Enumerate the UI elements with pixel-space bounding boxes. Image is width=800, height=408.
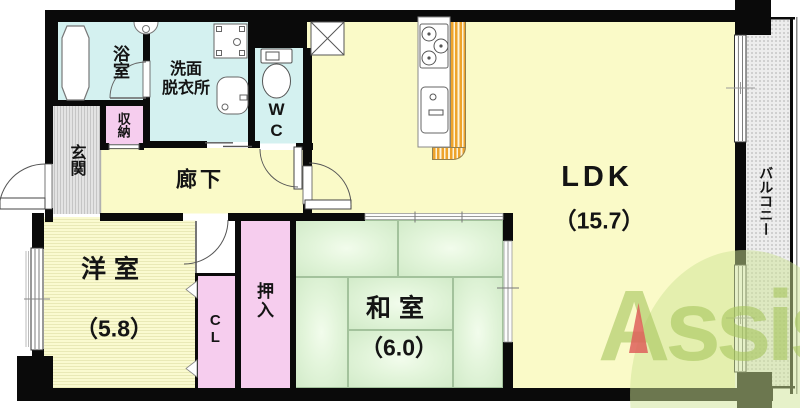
storage-area <box>105 105 144 144</box>
japanese-room-sliding-door-right <box>497 240 519 343</box>
storage-door <box>108 143 140 150</box>
wc-door <box>259 146 303 190</box>
tatami-mat <box>453 277 503 388</box>
ldk-window-upper <box>726 34 755 143</box>
tatami-mat <box>348 277 453 330</box>
entrance-label: 玄関 <box>67 144 85 176</box>
ldk-door <box>304 162 352 210</box>
western-room-window <box>24 247 50 351</box>
walls <box>17 0 798 408</box>
corridor-area <box>100 148 305 214</box>
western-room-label: 洋室 <box>80 255 148 284</box>
washing-machine-icon <box>213 23 248 59</box>
tatami-mat <box>348 330 453 388</box>
tatami-mat <box>295 277 348 388</box>
closet-cl-label: CL <box>206 312 224 346</box>
washroom-sliding-door <box>205 142 252 148</box>
oshiire-label: 押入 <box>254 282 274 320</box>
refrigerator-icon <box>310 21 345 56</box>
storage-label: 収納 <box>115 112 131 138</box>
balcony-label: バルコニー <box>758 166 775 236</box>
kitchen-counter-icon <box>417 16 451 148</box>
washroom-label: 洗面 脱衣所 <box>161 61 211 97</box>
japanese-room-size-label: （6.0） <box>360 334 438 361</box>
ldk-label: LDK <box>561 160 633 193</box>
bath-door <box>109 21 159 99</box>
sliding-closet-markers <box>185 280 198 378</box>
japanese-room-label: 和室 <box>365 294 433 323</box>
oshiire-area <box>241 220 290 389</box>
wc-label: WC <box>267 100 287 142</box>
japanese-room-sliding-door-top <box>364 211 504 223</box>
entrance-door <box>0 163 46 210</box>
bathtub-icon <box>61 25 90 101</box>
toilet-icon <box>260 48 293 99</box>
entrance-area <box>52 105 100 214</box>
closet-cl-area <box>198 276 235 389</box>
western-room-area <box>44 217 196 389</box>
western-room-door <box>183 219 229 265</box>
bath-label: 浴室 <box>110 45 130 79</box>
tatami-mat <box>398 220 503 277</box>
corridor-label: 廊下 <box>176 168 224 192</box>
ldk-size-label: （15.7） <box>553 207 645 234</box>
western-room-size-label: （5.8） <box>75 315 153 342</box>
washbasin-icon <box>216 76 249 115</box>
watermark-logo-text: Assist <box>598 270 800 382</box>
